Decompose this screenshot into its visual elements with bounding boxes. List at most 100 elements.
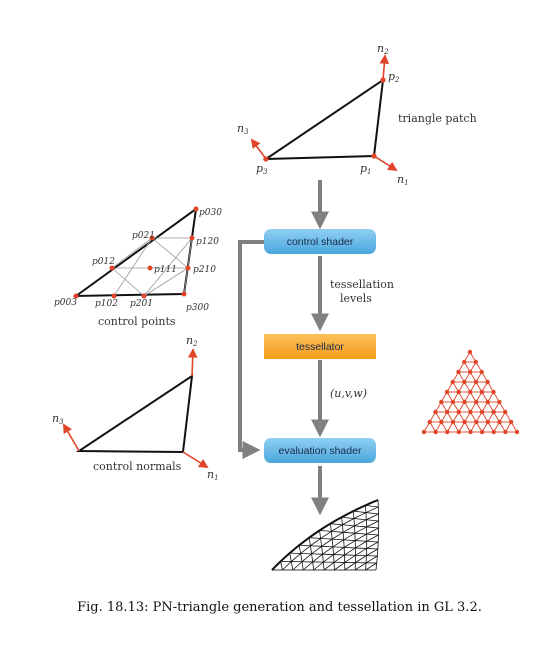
grid-vertex: [491, 429, 496, 435]
control-normals: n2 n3 control normals n1: [52, 334, 219, 482]
mesh-edge: [282, 561, 292, 571]
vertex-p1: [371, 153, 377, 159]
mesh-edge: [320, 538, 333, 540]
grid-vertex: [473, 359, 479, 365]
mesh-edge: [289, 553, 292, 562]
mesh-edge: [342, 532, 345, 540]
mesh-edge: [354, 562, 367, 571]
grid-vertex: [497, 399, 502, 405]
mesh-edge: [343, 532, 356, 541]
mesh-edge: [353, 510, 366, 513]
control-shader-box: [264, 229, 376, 254]
mesh-edge: [366, 541, 379, 549]
mesh-edge: [332, 546, 334, 555]
grid-vertex: [421, 429, 427, 435]
grid-vertex: [485, 419, 491, 425]
control-normals-caption: control normals: [93, 460, 182, 473]
mesh-edge: [375, 562, 378, 571]
mesh-edge: [342, 524, 355, 527]
mesh-edge: [344, 546, 356, 549]
mesh-edge: [355, 540, 367, 542]
uvw-label: (u,v,w): [330, 387, 367, 400]
label-n2: n2: [377, 42, 389, 56]
grid-vertex: [503, 409, 508, 415]
mesh-edge: [353, 518, 355, 526]
mesh-edge: [352, 511, 355, 519]
mesh-edge: [320, 531, 332, 539]
mesh-edge: [310, 545, 322, 547]
cp-p030: [193, 206, 199, 212]
mesh-edge: [354, 526, 367, 534]
mesh-edge: [341, 516, 354, 519]
grid-vertex: [456, 429, 462, 435]
mesh-edge: [292, 561, 303, 571]
mesh-edge: [290, 561, 294, 571]
label-cn1: n1: [207, 468, 219, 482]
grid-vertex: [462, 359, 467, 365]
grid-vertex: [485, 379, 490, 385]
mesh-edge: [366, 548, 378, 550]
grid-vertex: [473, 379, 479, 385]
cp-p201: [141, 293, 147, 299]
mesh-edge: [330, 523, 343, 526]
cp-p111: [147, 265, 153, 271]
mesh-edge: [365, 506, 379, 513]
grid-vertex: [474, 419, 479, 425]
label-p1: p1: [360, 162, 372, 176]
mesh-edge: [331, 539, 334, 547]
mesh-edge: [302, 561, 313, 571]
mesh-edge: [376, 548, 379, 557]
mesh-edge: [331, 524, 343, 532]
cp-p120: [189, 235, 195, 241]
mesh-edge: [365, 562, 377, 571]
mesh-edge: [309, 537, 321, 539]
mesh-edge: [365, 504, 379, 508]
grid-vertex: [444, 389, 450, 395]
mesh-edge: [321, 538, 333, 547]
grid-vertex: [491, 409, 496, 415]
mesh-edge: [342, 518, 355, 526]
grid-vertex: [479, 409, 485, 415]
mesh-edge: [321, 545, 333, 548]
mesh-edge: [301, 561, 304, 571]
mesh-edge: [365, 505, 367, 513]
label-p021: p021: [132, 231, 155, 241]
normal-arrow-cn1: [182, 451, 209, 469]
normals-triangle: [75, 373, 194, 454]
tess-levels-label-2: levels: [340, 292, 372, 305]
mesh-edge: [320, 538, 323, 547]
mesh-edge: [342, 524, 344, 533]
grid-vertex: [450, 379, 455, 385]
mesh-edge: [310, 545, 312, 554]
grid-vertex: [427, 419, 432, 425]
grid-vertex: [445, 429, 450, 435]
cp-p021: [149, 235, 155, 241]
tessellator-box: [264, 334, 376, 359]
mesh-edge: [353, 512, 367, 519]
normal-arrow-n2: [379, 54, 390, 81]
mesh-edge: [331, 531, 344, 540]
mesh-edge: [355, 540, 367, 549]
mesh-edge: [354, 525, 367, 528]
cp-p102: [111, 293, 117, 299]
mesh-edge: [366, 520, 379, 528]
mesh-edge: [355, 555, 367, 563]
mesh-edge: [319, 530, 332, 532]
control-net-outline: [72, 206, 198, 298]
mesh-edge: [353, 518, 367, 521]
grid-vertex: [468, 409, 473, 415]
mesh-edge: [366, 526, 379, 529]
patch-triangle: [262, 77, 385, 161]
mesh-edge: [313, 561, 324, 571]
grid-vertex: [462, 379, 467, 385]
grid-vertex: [444, 409, 450, 415]
mesh-edge: [311, 545, 322, 555]
mesh-edge: [322, 554, 324, 563]
mesh-edge: [329, 523, 332, 532]
mesh-edge: [342, 525, 355, 533]
vertex-p2: [380, 77, 386, 83]
mesh-edge: [355, 533, 367, 541]
grid-vertex: [479, 369, 484, 375]
grid-vertex: [450, 419, 456, 425]
